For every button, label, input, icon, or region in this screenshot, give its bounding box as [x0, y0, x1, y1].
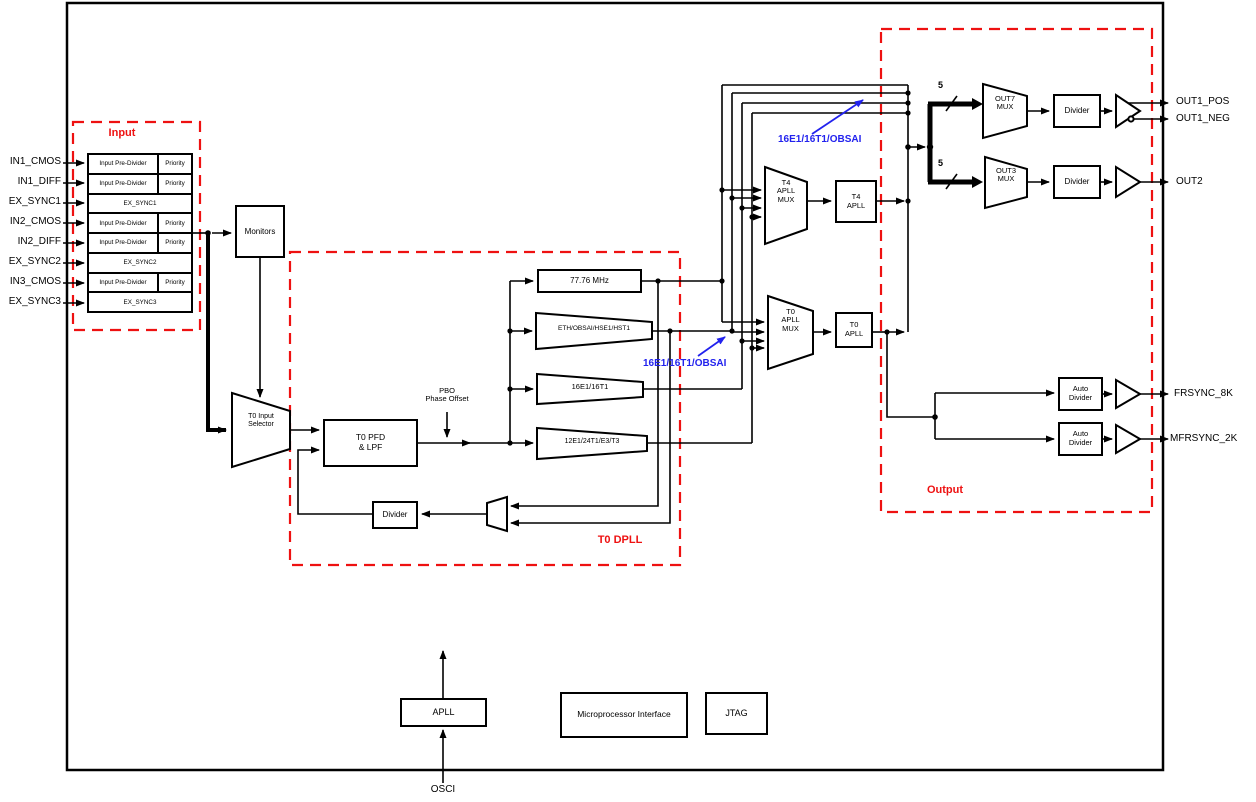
- input-pre-divider: Input Pre-Divider: [99, 180, 147, 188]
- monitors-block: Monitors: [235, 205, 285, 258]
- t4-apll-block: T4 APLL: [835, 180, 877, 223]
- output-section-outline: [879, 27, 1154, 514]
- feedback-mux-shape: [486, 495, 508, 533]
- auto-divider-1-block: Auto Divider: [1058, 377, 1103, 411]
- input-row: EX_SYNC2: [89, 254, 191, 274]
- pin-in2-diff: IN2_DIFF: [17, 236, 61, 247]
- pin-in1-cmos: IN1_CMOS: [9, 156, 61, 167]
- pin-out2: OUT2: [1176, 176, 1203, 187]
- t0-apll-mux-label: T0 APLL MUX: [781, 307, 800, 333]
- pin-osci: OSCI: [430, 784, 456, 795]
- ex-sync3-cell: EX_SYNC3: [123, 298, 157, 306]
- out1-buffer: [1115, 93, 1142, 129]
- path-eth-label: ETH/OBSAI/HSE1/HST1: [558, 325, 630, 332]
- pin-in3-cmos: IN3_CMOS: [9, 276, 61, 287]
- chip-boundary: [65, 1, 1165, 772]
- mfrsync-buffer: [1115, 423, 1142, 455]
- frsync-buffer: [1115, 378, 1142, 410]
- t0-pfd-lpf-block: T0 PFD & LPF: [323, 419, 418, 467]
- t0-dpll-section-label: T0 DPLL: [597, 534, 643, 546]
- input-row: Input Pre-Divider Priority: [89, 234, 191, 254]
- priority-cell: Priority: [157, 214, 191, 232]
- input-pre-divider: Input Pre-Divider: [99, 219, 147, 227]
- path-eth-shape: [535, 311, 653, 351]
- input-section-label: Input: [108, 127, 136, 139]
- feedback-divider-block: Divider: [372, 501, 418, 529]
- t0-apll-mux-shape: [767, 294, 814, 371]
- input-pre-divider: Input Pre-Divider: [99, 239, 147, 247]
- t0-apll-block: T0 APLL: [835, 312, 873, 348]
- out2-divider-block: Divider: [1053, 165, 1101, 199]
- out3-mux-shape: [984, 155, 1028, 210]
- priority-cell: Priority: [157, 273, 191, 292]
- section-outlines: [71, 27, 1154, 567]
- input-channel-stack: Input Pre-Divider Priority Input Pre-Div…: [87, 153, 193, 313]
- pin-mfrsync-2k: MFRSYNC_2K: [1170, 433, 1238, 444]
- priority-cell: Priority: [157, 174, 191, 193]
- ex-sync2-cell: EX_SYNC2: [123, 259, 157, 267]
- output-section-label: Output: [926, 484, 964, 496]
- t4-apll-mux-label: T4 APLL MUX: [776, 178, 796, 204]
- pin-ex-sync3: EX_SYNC3: [8, 296, 61, 307]
- pin-out1-neg: OUT1_NEG: [1176, 113, 1230, 124]
- priority-cell: Priority: [157, 155, 191, 173]
- input-row: EX_SYNC3: [89, 293, 191, 311]
- path-16e1-label: 16E1/16T1: [571, 382, 609, 391]
- path-12e1-label: 12E1/24T1/E3/T3: [564, 438, 620, 445]
- input-row: Input Pre-Divider Priority: [89, 214, 191, 234]
- out1-neg-inversion-bubble: [1127, 115, 1135, 123]
- pin-out1-pos: OUT1_POS: [1176, 96, 1230, 107]
- mux-shapes: [231, 82, 1028, 533]
- pbo-phase-offset-label: PBO Phase Offset: [425, 386, 469, 404]
- output-thick-bus: [927, 101, 974, 185]
- path-16e1-shape: [536, 372, 644, 406]
- bus-annotation-arrows: [697, 99, 864, 357]
- pin-ex-sync2: EX_SYNC2: [8, 256, 61, 267]
- t0-dpll-section-outline: [288, 250, 682, 567]
- priority-cell: Priority: [157, 234, 191, 252]
- input-row: Input Pre-Divider Priority: [89, 273, 191, 294]
- input-pre-divider: Input Pre-Divider: [99, 160, 147, 168]
- pin-in2-cmos: IN2_CMOS: [9, 216, 61, 227]
- input-row: Input Pre-Divider Priority: [89, 174, 191, 195]
- t4-apll-mux-shape: [764, 165, 808, 246]
- out2-buffer: [1115, 165, 1142, 199]
- t0-input-selector-label: T0 Input Selector: [248, 413, 274, 428]
- path-12e1-shape: [536, 426, 648, 461]
- thick-bus-arrowheads: [972, 98, 983, 188]
- out7-mux-shape: [982, 82, 1028, 140]
- auto-divider-2-block: Auto Divider: [1058, 422, 1103, 456]
- junction-dots: [205, 90, 938, 446]
- out7-mux-label: OUT7 MUX: [994, 94, 1015, 112]
- out3-mux-label: OUT3 MUX: [995, 166, 1016, 184]
- input-row: EX_SYNC1: [89, 195, 191, 215]
- out1-divider-block: Divider: [1053, 94, 1101, 128]
- input-thick-bus: [206, 235, 227, 434]
- pin-ex-sync1: EX_SYNC1: [8, 196, 61, 207]
- microprocessor-interface-block: Microprocessor Interface: [560, 692, 688, 738]
- path-77mhz-block: 77.76 MHz: [537, 269, 642, 293]
- bus-width-top: 5: [938, 80, 944, 90]
- top-bus-annotation: 16E1/16T1/OBSAI: [778, 134, 862, 145]
- buffer-triangles: [1115, 93, 1142, 455]
- input-pre-divider: Input Pre-Divider: [99, 278, 147, 286]
- input-section-outline: [71, 120, 202, 332]
- signal-wires: [63, 84, 1169, 783]
- bus-width-bottom: 5: [938, 158, 944, 168]
- ex-sync1-cell: EX_SYNC1: [123, 199, 157, 207]
- t0-input-selector-shape: [231, 391, 291, 469]
- mid-bus-annotation: 16E1/16T1/OBSAI: [643, 358, 727, 369]
- apll-block: APLL: [400, 698, 487, 727]
- pin-frsync-8k: FRSYNC_8K: [1174, 388, 1233, 399]
- input-row: Input Pre-Divider Priority: [89, 155, 191, 175]
- jtag-block: JTAG: [705, 692, 768, 735]
- pin-in1-diff: IN1_DIFF: [17, 176, 61, 187]
